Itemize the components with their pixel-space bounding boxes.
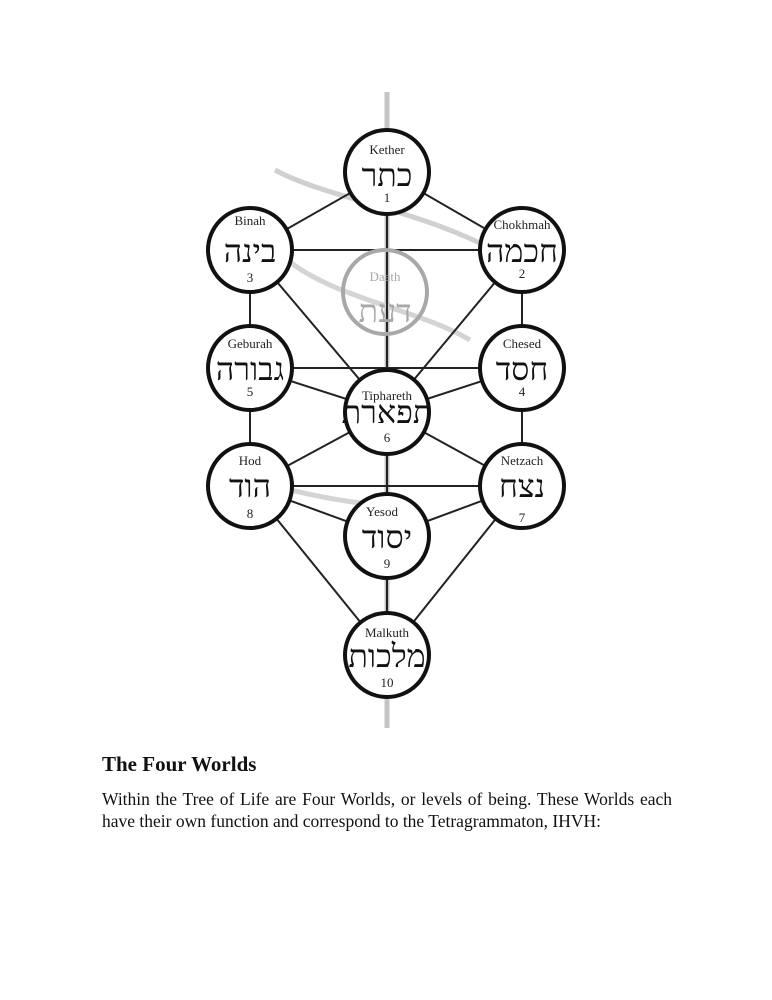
sephira-circle [478, 206, 566, 294]
sephira-name: Yesod [366, 504, 398, 519]
sephira-number: 1 [384, 190, 391, 205]
sephira-number: 5 [247, 384, 254, 399]
sephira-geburah: Geburah גבורה 5 [206, 324, 294, 412]
sephira-hebrew: הוד [229, 467, 271, 505]
sephira-tiphareth: Tiphareth תפארת 6 [342, 368, 433, 456]
sephira-kether: Kether כתר 1 [343, 128, 431, 216]
sephira-name: Malkuth [365, 625, 410, 640]
section-heading: The Four Worlds [102, 752, 257, 776]
sephira-number: 4 [519, 384, 526, 399]
sephira-name: Geburah [228, 336, 273, 351]
sephira-name: Chesed [503, 336, 542, 351]
sephira-circle [343, 368, 431, 456]
sephira-number: 9 [384, 556, 391, 571]
sephira-hod: Hod הוד 8 [206, 442, 294, 530]
sephira-circle [478, 324, 566, 412]
sephira-chokhmah: Chokhmah חכמה 2 [478, 206, 566, 294]
sephira-hebrew: נצח [499, 467, 545, 505]
daath-circle [341, 248, 429, 336]
sephira-name: Kether [369, 142, 405, 157]
sephira-hebrew: בינה [224, 232, 277, 270]
sephira-circle [206, 324, 294, 412]
sephira-hebrew: כתר [362, 156, 413, 194]
sephira-chesed: Chesed חסד 4 [478, 324, 566, 412]
sephira-name: Daath [369, 269, 401, 284]
sephira-name: Binah [234, 213, 266, 228]
sephira-circle [478, 442, 566, 530]
sephira-hebrew: חסד [496, 350, 549, 388]
sephira-malkuth: Malkuth מלכות 10 [343, 611, 431, 699]
faint-arc-middle [288, 260, 472, 343]
sephira-hebrew: תפארת [342, 393, 433, 431]
sephira-circle [206, 206, 294, 294]
sephira-number: 2 [519, 266, 526, 281]
sephira-name: Tiphareth [362, 388, 413, 403]
sephira-hebrew: מלכות [348, 637, 425, 675]
sephira-number: 7 [519, 510, 526, 525]
sephira-hebrew: דעת [358, 292, 411, 330]
sephira-number: 3 [247, 270, 254, 285]
sephira-name: Hod [239, 453, 262, 468]
sephira-binah: Binah בינה 3 [206, 206, 294, 294]
sephira-yesod: Yesod יסוד 9 [343, 492, 431, 580]
sephira-number: 8 [247, 506, 254, 521]
sephira-name: Netzach [501, 453, 544, 468]
sephira-circle [206, 442, 294, 530]
sephira-number: 10 [381, 675, 394, 690]
sephira-name: Chokhmah [493, 217, 551, 232]
sephira-number: 6 [384, 430, 391, 445]
sephira-hebrew: יסוד [362, 518, 412, 556]
sephira-circle [343, 492, 431, 580]
sephira-circle [343, 128, 431, 216]
tree-of-life-diagram: Daath דעת Kether כתר 1 Chokhmah חכמה 2 B… [206, 92, 566, 728]
section-body-text: Within the Tree of Life are Four Worlds,… [102, 789, 672, 831]
sephira-daath: Daath דעת [341, 248, 429, 336]
sephira-hebrew: חכמה [486, 232, 558, 270]
sephira-netzach: Netzach נצח 7 [478, 442, 566, 530]
sephira-hebrew: גבורה [216, 350, 284, 388]
sephira-circle [343, 611, 431, 699]
